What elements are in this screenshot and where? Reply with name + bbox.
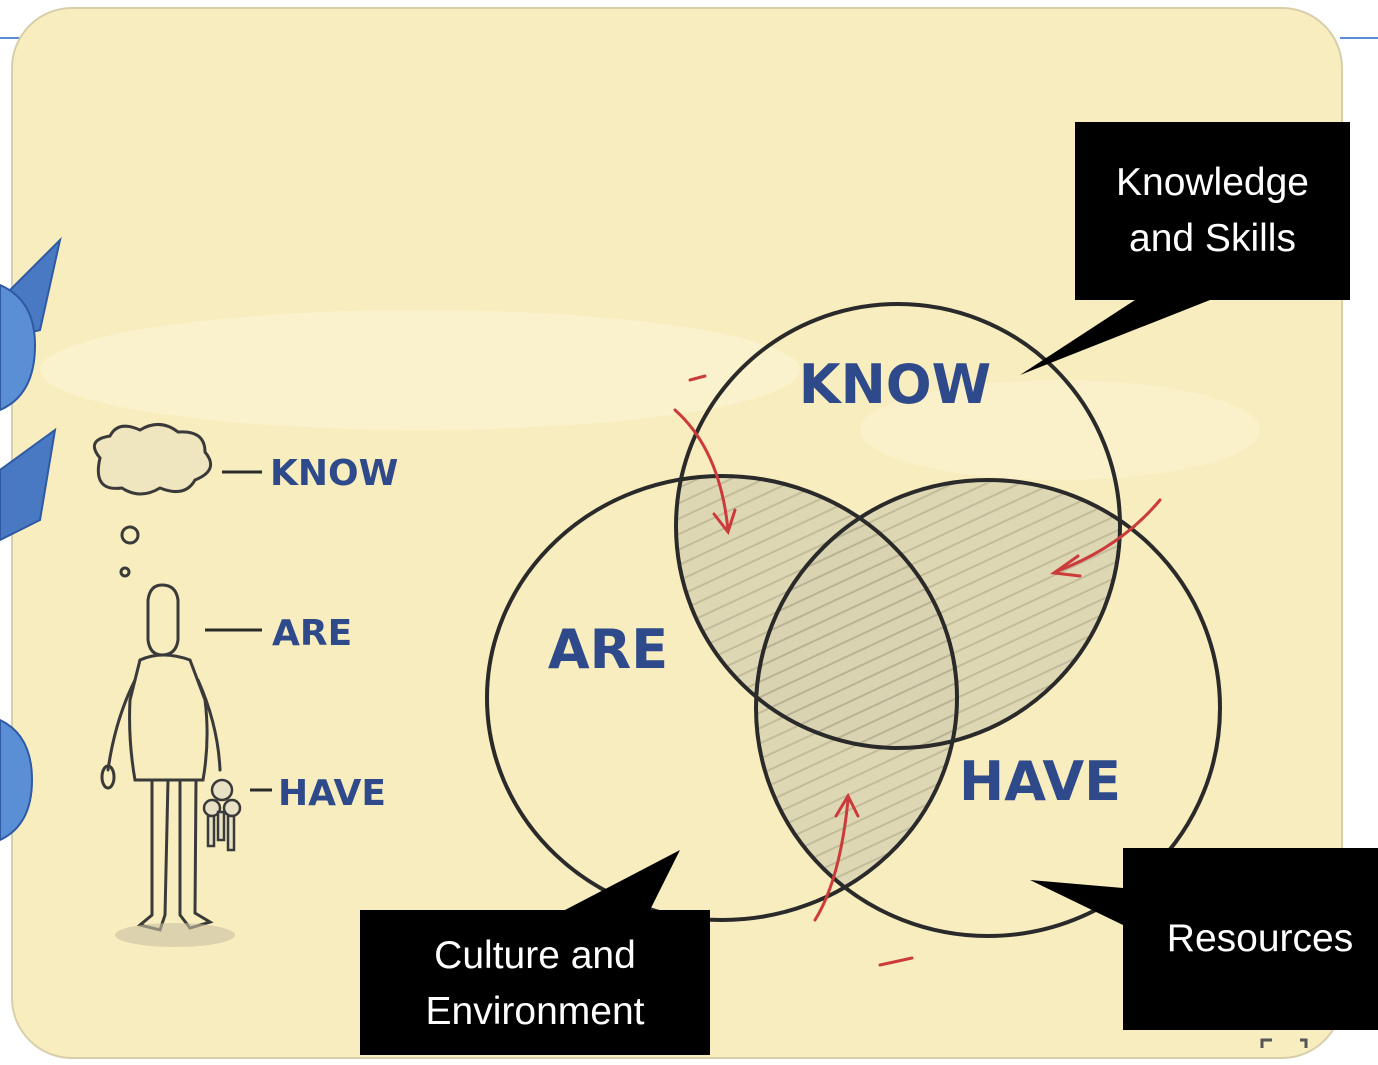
person-left-hand (100, 764, 116, 790)
paper-highlight (860, 380, 1260, 480)
venn-label-know: KNOW (799, 353, 992, 416)
slide-circle-shape (0, 718, 34, 842)
have-circle (754, 478, 1222, 938)
red-arrows (673, 374, 1162, 967)
callout-knowledge: Knowledge and Skills (1075, 155, 1350, 267)
know-circle (674, 302, 1122, 750)
paper-highlight (40, 310, 800, 430)
person-label-have: HAVE (278, 773, 386, 814)
callout-knowledge-bubble (1020, 122, 1350, 375)
callout-knowledge-line2: and Skills (1129, 217, 1296, 260)
venn-label-are: ARE (548, 618, 668, 681)
thought-bubble (119, 566, 131, 578)
slide-circle-shape (0, 283, 37, 412)
person-torso (128, 653, 209, 782)
red-arrow-1 (673, 408, 730, 532)
callout-culture-line1: Culture and (434, 934, 636, 977)
person-label-know: KNOW (270, 453, 398, 494)
venn-label-have: HAVE (959, 750, 1121, 813)
callout-resources-label: Resources (1166, 917, 1354, 960)
person-left-arm (106, 678, 137, 772)
thought-bubble (120, 525, 140, 545)
callout-knowledge-line1: Knowledge (1116, 161, 1309, 204)
overlap-are-have (756, 480, 957, 920)
red-arrow-3 (813, 798, 850, 922)
red-tick (878, 956, 914, 967)
red-arrowhead-3 (834, 792, 860, 818)
callout-resources-bubble (1030, 848, 1378, 1030)
expand-icon (1260, 1038, 1308, 1048)
callout-culture-bubble (360, 850, 710, 1055)
red-arrow-2 (1053, 498, 1162, 574)
person-figure (92, 423, 222, 932)
red-arrowhead-2 (1049, 554, 1082, 578)
person-shadow (115, 923, 235, 947)
keys-icon (202, 778, 242, 852)
person-right-arm (196, 678, 222, 772)
callout-culture-line2: Environment (425, 990, 645, 1033)
are-circle (485, 474, 959, 922)
thought-cloud (92, 423, 213, 496)
slide-arrow-shape (0, 427, 57, 542)
person-head (146, 583, 180, 657)
callout-culture: Culture and Environment (360, 928, 710, 1040)
red-tick (688, 374, 707, 382)
callout-resources: Resources (1145, 911, 1375, 967)
person-label-are: ARE (272, 613, 352, 654)
red-arrowhead-1 (712, 508, 737, 536)
